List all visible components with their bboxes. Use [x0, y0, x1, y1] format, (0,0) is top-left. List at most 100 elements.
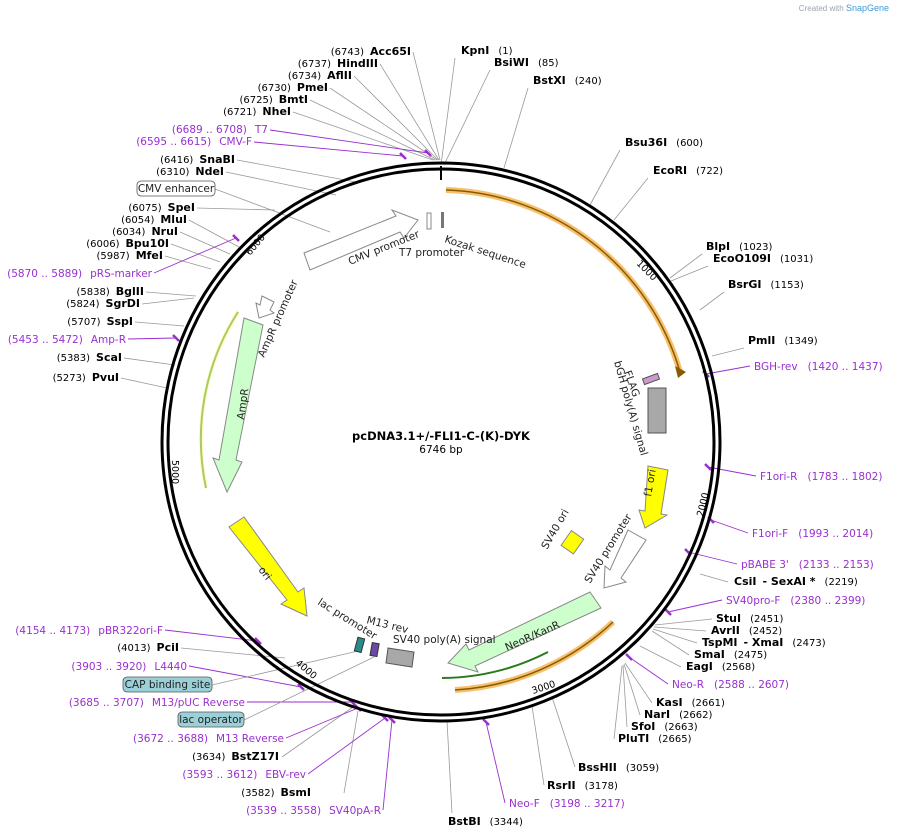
- box-cap-binding-site: [122, 676, 213, 693]
- enzyme-sspi: (5707)SspI: [67, 315, 133, 328]
- plasmid-length: 6746 bp: [419, 444, 463, 456]
- primer-f1ori-r: F1ori-R(1783 .. 1802): [760, 471, 882, 483]
- enzyme-name: HindIII: [337, 57, 378, 70]
- leader-nari: [623, 663, 641, 716]
- enzyme-pos: (2473): [792, 638, 825, 649]
- primer-name: SV40pro-F: [726, 595, 780, 607]
- enzyme-name: KasI: [656, 696, 683, 709]
- enzyme-scai: (5383)ScaI: [57, 351, 122, 364]
- leader-acc65i: [412, 51, 441, 161]
- leader-spei: [196, 207, 276, 211]
- enzyme-bmti: (6725)BmtI: [240, 93, 308, 106]
- primer-mark-t7: [424, 149, 432, 157]
- primer-range: (5870 .. 5889): [7, 268, 82, 280]
- enzyme-pos: (2662): [679, 710, 712, 721]
- kozak-box: [441, 212, 444, 228]
- box-lac-operator: [177, 711, 245, 728]
- primer-name: Amp-R: [91, 334, 126, 346]
- label-cmv-enhancer: CMV enhancer: [138, 183, 215, 195]
- enzyme-bstbi: BstBI(3344): [448, 815, 523, 828]
- leader-bmti: [309, 99, 436, 161]
- enzyme-name: Bsu36I: [625, 136, 667, 149]
- enzyme-name: AflII: [327, 69, 352, 82]
- enzyme-pos: (1031): [780, 254, 813, 265]
- leader-sgrdi: [141, 297, 195, 305]
- primer-range: (3198 .. 3217): [550, 798, 625, 810]
- sv40-ori-box: [560, 529, 585, 555]
- enzyme-name: PvuI: [92, 371, 119, 384]
- neo-orf-arc-line: [454, 621, 614, 691]
- t7-promoter-box: [426, 212, 432, 230]
- enzyme-name: BssHII: [578, 761, 617, 774]
- enzyme-pos: (6743): [331, 47, 364, 58]
- enzyme-name: BsmI: [281, 786, 312, 799]
- enzyme-ecori: EcoRI(722): [653, 164, 723, 177]
- enzyme-bsmi: (3582) BsmI: [241, 786, 311, 799]
- primer-t7: (6689 .. 6708)T7: [172, 124, 268, 136]
- enzyme-name: MfeI: [136, 249, 163, 262]
- primer-mark-sv40pa-r: [388, 716, 396, 724]
- leader-cmv-enhancer: [214, 188, 331, 233]
- enzyme-rsrii: RsrII(3178): [547, 779, 618, 792]
- label-lac-operator: lac operator: [179, 714, 243, 726]
- enzyme-ecoo109i: EcoO109I(1031): [713, 252, 813, 265]
- enzyme-pos: (2568): [722, 662, 755, 673]
- primer-mark-amp-r: [172, 334, 180, 342]
- backbone-outer: [160, 161, 722, 723]
- orf-arc: [445, 189, 681, 373]
- neokan-arrow: [447, 591, 602, 673]
- enzyme-pos: (5383): [57, 353, 90, 364]
- leader-rsrii: [531, 705, 545, 786]
- leader-aflii: [353, 75, 439, 161]
- enzyme-pos: (6725): [240, 95, 273, 106]
- ampr-label: AmpR: [235, 388, 251, 421]
- leader-neo-f: [485, 721, 506, 804]
- primer-range: (6595 .. 6615): [136, 136, 211, 148]
- leader-bstbi: [446, 720, 453, 814]
- primer-range: (3672 .. 3688): [133, 733, 208, 745]
- leader-ebv-rev: [307, 717, 386, 775]
- primer-range: (6689 .. 6708): [172, 124, 247, 136]
- primer-name: pBABE 3': [741, 559, 789, 571]
- leader-smai: [651, 630, 690, 656]
- enzyme-name: BstZ17I: [231, 750, 279, 763]
- enzyme-pos: (6075): [128, 203, 161, 214]
- enzyme-sfoi: SfoI(2663): [631, 720, 698, 733]
- primer-mark-prs-marker: [232, 234, 240, 242]
- f1ori-label: f1 ori: [642, 468, 659, 497]
- enzyme-mlui: (6054)MluI: [121, 213, 187, 226]
- site-labels: KpnI(1)BsiWI(85)BstXI(240)Bsu36I(600)Eco…: [7, 44, 883, 828]
- enzyme-acc65i: (6743)Acc65I: [331, 45, 411, 58]
- primer-sv40pro-f: SV40pro-F(2380 .. 2399): [726, 595, 865, 607]
- primer-mark-l4440: [297, 683, 305, 691]
- enzyme-pos: (3582): [241, 788, 274, 799]
- leader-bsmi: [343, 710, 359, 794]
- primer-mark-sv40pro-f: [664, 608, 672, 616]
- leader-cmv-f: [253, 141, 404, 157]
- enzyme-nari: NarI(2662): [644, 708, 713, 721]
- enzyme-name: Bpu10I: [126, 237, 170, 250]
- enzyme-aflii: (6734)AflII: [288, 69, 352, 82]
- orf-glow-arc: [445, 187, 683, 373]
- enzyme-name: MluI: [160, 213, 187, 226]
- primer-amp-r: (5453 .. 5472)Amp-R: [8, 334, 126, 346]
- leader-prs-marker: [153, 237, 237, 274]
- primer-mark-pbr322ori-f: [254, 637, 262, 645]
- enzyme-name: BsrGI: [728, 278, 761, 291]
- enzyme-pos: (5273): [53, 373, 86, 384]
- enzyme-pos: (6721): [223, 107, 256, 118]
- primer-range: (2133 .. 2153): [799, 559, 874, 571]
- sv40pa-label: SV40 poly(A) signal: [393, 634, 496, 646]
- enzyme-pos: (6310): [156, 167, 189, 178]
- primer-prs-marker: (5870 .. 5889)pRS-marker: [7, 268, 153, 280]
- enzyme-nhei: (6721)NheI: [223, 105, 291, 118]
- leader-bgh-rev: [705, 365, 751, 375]
- leader-bsrgi: [699, 291, 725, 311]
- enzyme-pos: (5824): [66, 299, 99, 310]
- plasmid-name: pcDNA3.1+/-FLI1-C-(K)-DYK: [352, 429, 531, 443]
- enzyme-name: RsrII: [547, 779, 576, 792]
- leader-mlui: [188, 219, 240, 248]
- enzyme-pos: (6730): [258, 83, 291, 94]
- enzyme-name: StuI: [716, 612, 741, 625]
- enzyme-pos: (1): [498, 46, 512, 57]
